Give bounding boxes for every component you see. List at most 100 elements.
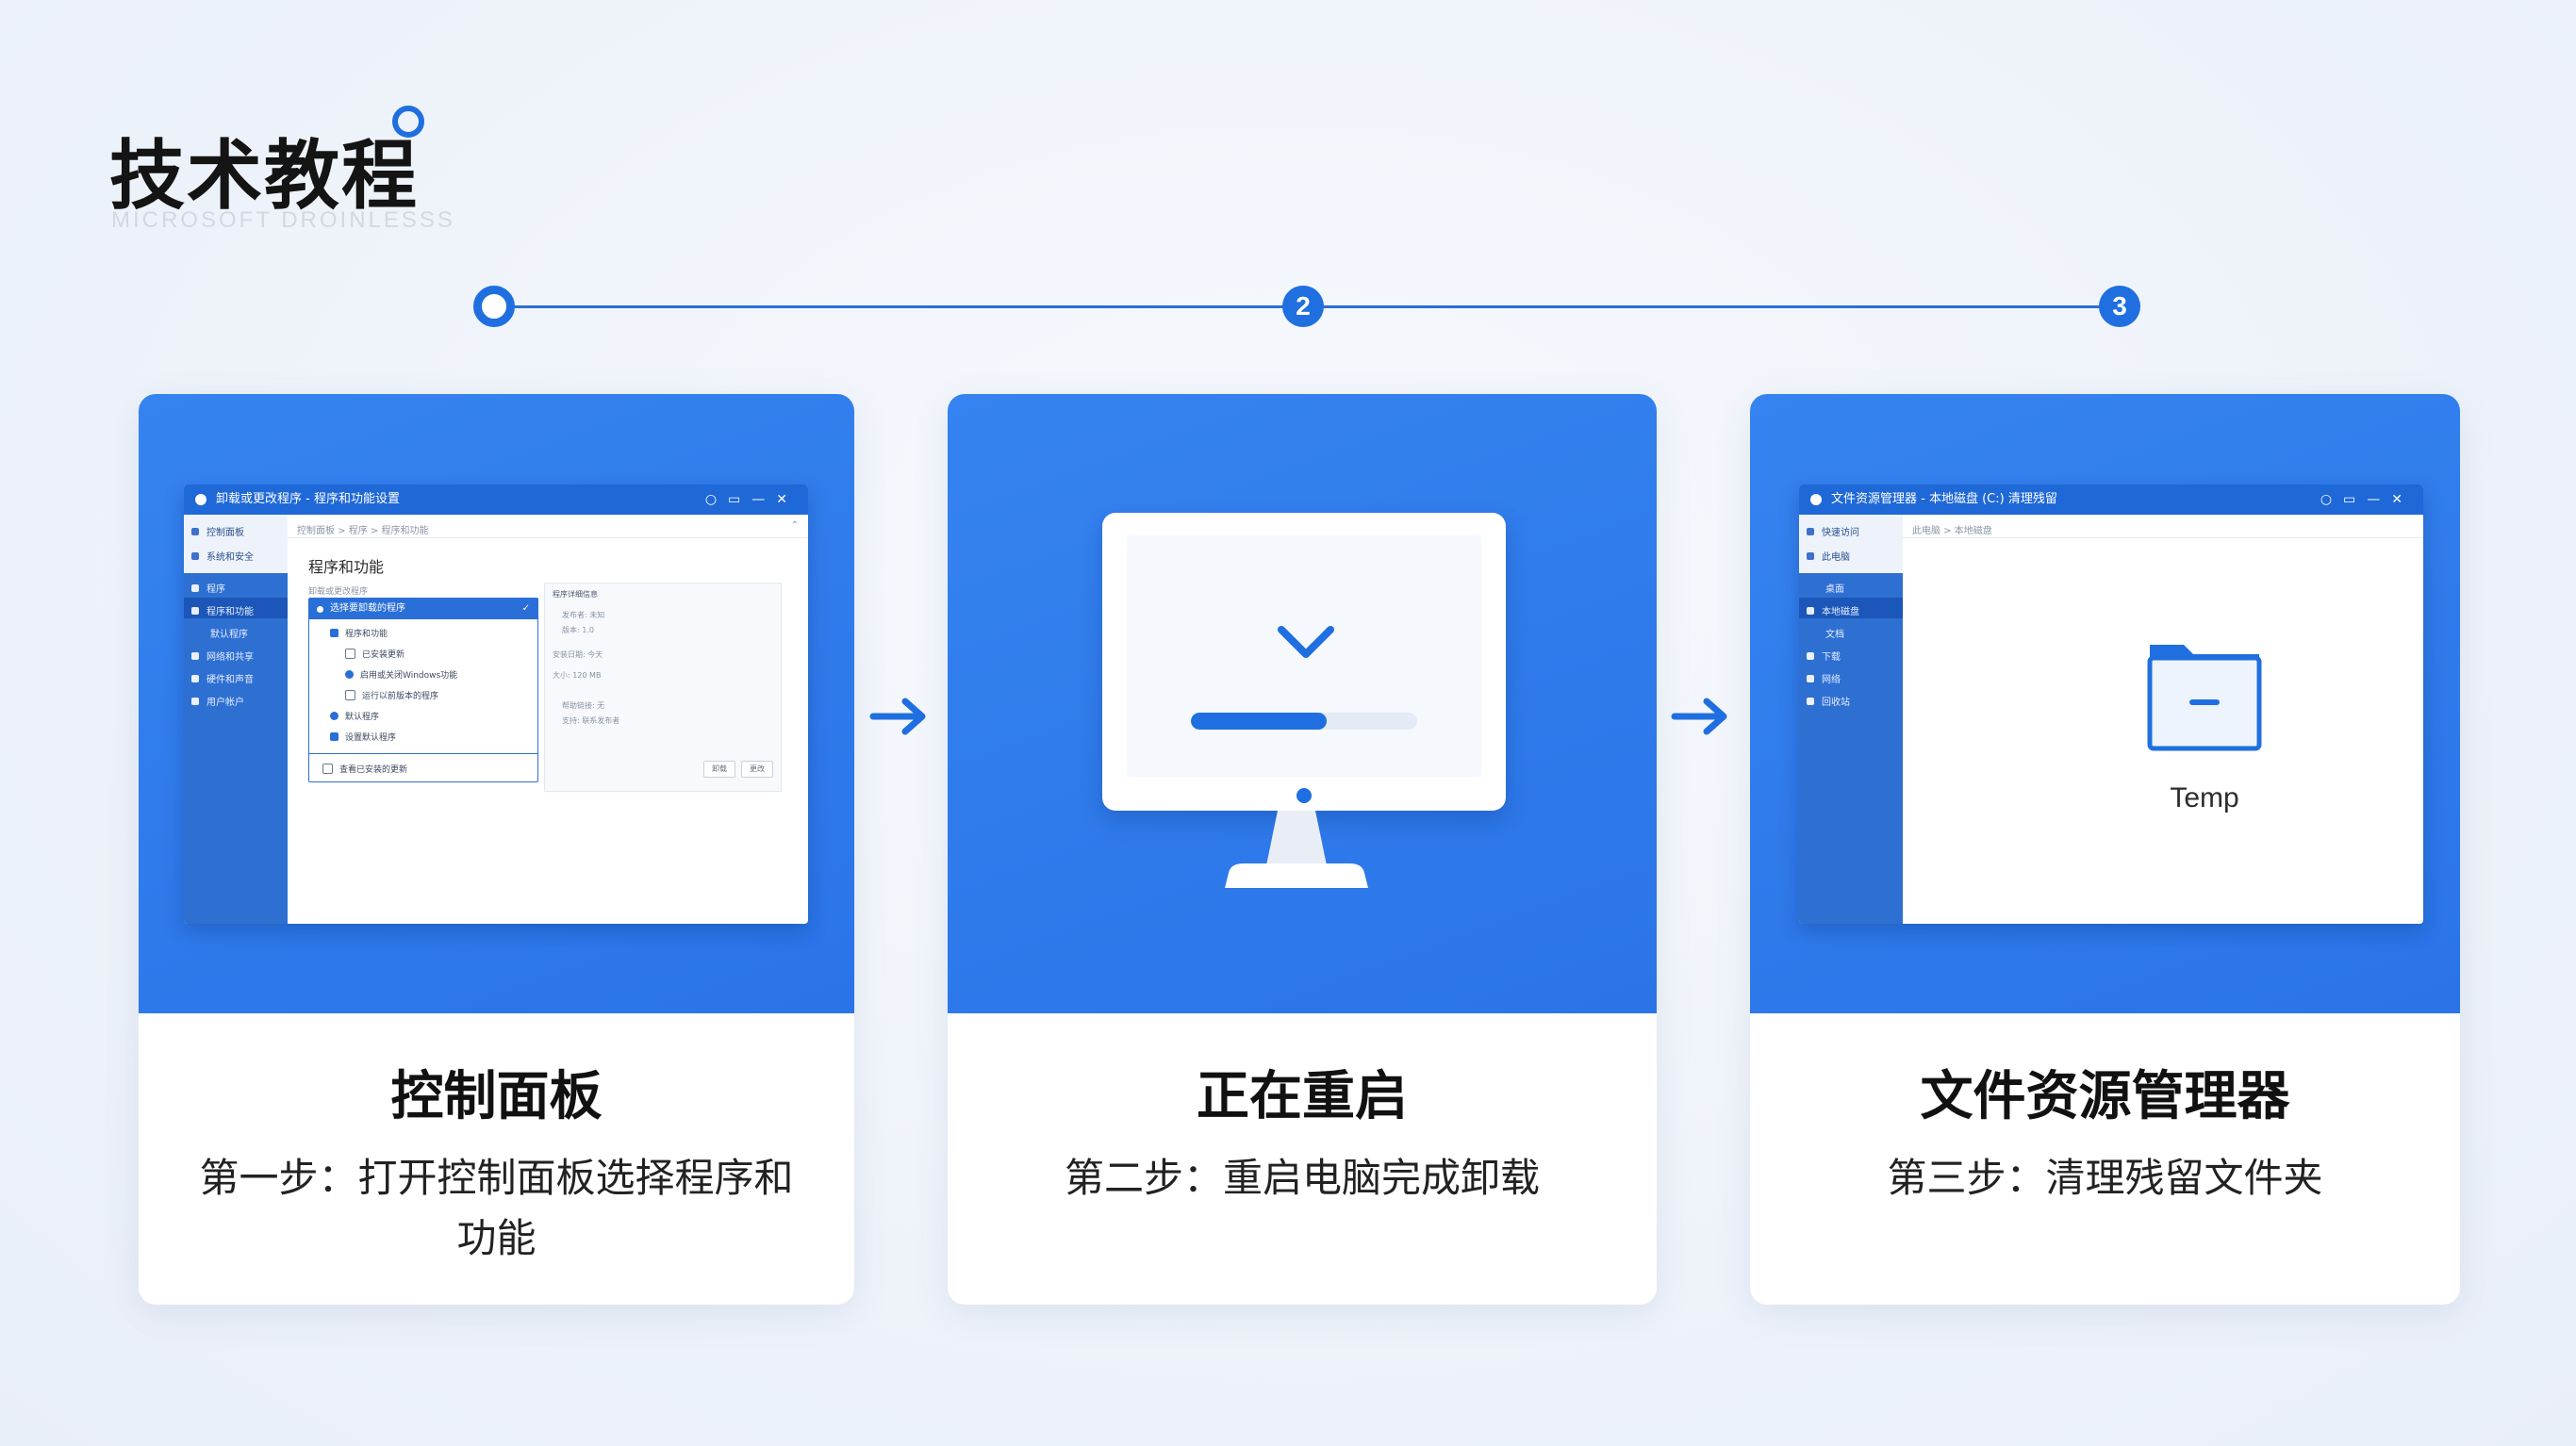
sidebar-item[interactable]: 文档 [1825, 630, 1844, 640]
detail-line: 帮助链接: 无 [562, 701, 605, 710]
monitor-stand [1225, 811, 1368, 888]
folder-icon[interactable] [2146, 635, 2263, 752]
dropdown-item[interactable]: 设置默认程序 [330, 731, 396, 743]
timeline-node-1[interactable] [473, 286, 515, 327]
breadcrumb[interactable]: 控制面板 > 程序 > 程序和功能 [297, 526, 429, 536]
sidebar-top: 快速访问 此电脑 [1799, 515, 1903, 573]
monitor-screen [1127, 535, 1481, 777]
speaker-icon [191, 674, 199, 682]
control-panel-window: 卸载或更改程序 - 程序和功能设置 ○▭—✕ 控制面板 系统和安全 程序 程序和… [184, 485, 808, 924]
minimize-icon[interactable]: — [2367, 492, 2392, 507]
maximize-icon[interactable]: ▭ [2343, 492, 2368, 507]
sidebar-item[interactable]: 网络和共享 [191, 649, 254, 663]
network-icon [191, 651, 199, 660]
window-main: 此电脑 > 本地磁盘 Temp [1903, 515, 2423, 924]
uninstall-button[interactable]: 卸载 [703, 761, 735, 778]
chevron-up-icon[interactable]: ⌃ [790, 520, 799, 531]
card-description: 第三步：清理残留文件夹 [1887, 1155, 2323, 1201]
apps-icon [191, 583, 199, 592]
sidebar-item-active[interactable]: 程序和功能 [191, 603, 254, 617]
download-icon [1807, 651, 1814, 660]
arrow-right-icon [1671, 698, 1727, 735]
sidebar-top: 控制面板 系统和安全 [184, 515, 288, 573]
user-icon [191, 697, 199, 705]
brand-ring-icon [392, 106, 424, 138]
sidebar-item[interactable]: 硬件和声音 [191, 671, 254, 685]
timeline-node-2[interactable]: 2 [1282, 286, 1324, 327]
window-title: 文件资源管理器 - 本地磁盘 (C:) 清理残留 [1831, 492, 2057, 506]
card-illustration: 卸载或更改程序 - 程序和功能设置 ○▭—✕ 控制面板 系统和安全 程序 程序和… [139, 394, 854, 1013]
help-icon[interactable]: ○ [2320, 492, 2344, 507]
change-button[interactable]: 更改 [741, 761, 773, 778]
app-icon [1810, 494, 1822, 505]
timeline-node-3[interactable]: 3 [2099, 286, 2140, 327]
brand-title: 技术教程 [109, 132, 419, 220]
dropdown-item[interactable]: 已安装更新 [345, 648, 405, 660]
card-illustration [948, 394, 1657, 1013]
window-controls[interactable]: ○▭—✕ [705, 485, 799, 515]
sidebar-item[interactable]: 系统和安全 [191, 549, 254, 563]
dropdown-footer[interactable]: 查看已安装的更新 [322, 763, 407, 775]
sidebar-item[interactable]: 回收站 [1807, 694, 1850, 708]
dropdown-header[interactable]: 选择要卸载的程序 ✓ [309, 599, 537, 619]
shield-icon [191, 551, 199, 560]
detail-line: 支持: 联系发布者 [562, 716, 620, 725]
file-explorer-window: 文件资源管理器 - 本地磁盘 (C:) 清理残留 ○▭—✕ 快速访问 此电脑 桌… [1799, 485, 2423, 924]
settings-icon [330, 732, 339, 741]
main-divider [288, 537, 808, 538]
dropdown-item[interactable]: 运行以前版本的程序 [345, 689, 438, 701]
main-divider [1903, 537, 2423, 538]
card-title: 控制面板 [390, 1066, 603, 1127]
drive-icon [1807, 606, 1814, 615]
window-title: 卸载或更改程序 - 程序和功能设置 [216, 492, 400, 506]
detail-line: 发布者: 未知 [562, 611, 605, 619]
maximize-icon[interactable]: ▭ [728, 492, 752, 507]
sidebar-item[interactable]: 网络 [1807, 671, 1841, 685]
sidebar-item[interactable]: 程序 [191, 581, 225, 595]
step-card-control-panel[interactable]: 卸载或更改程序 - 程序和功能设置 ○▭—✕ 控制面板 系统和安全 程序 程序和… [139, 394, 854, 1305]
step-card-file-explorer[interactable]: 文件资源管理器 - 本地磁盘 (C:) 清理残留 ○▭—✕ 快速访问 此电脑 桌… [1750, 394, 2460, 1305]
sidebar-item-active[interactable]: 本地磁盘 [1807, 603, 1859, 617]
sidebar-active-row [1799, 598, 1903, 618]
dropdown-item[interactable]: 程序和功能 [330, 627, 388, 639]
close-icon[interactable]: ✕ [776, 492, 799, 507]
dropdown-item[interactable]: 默认程序 [330, 710, 379, 722]
programs-dropdown[interactable]: 选择要卸载的程序 ✓ 程序和功能 已安装更新 启用或关闭Windows功能 运行… [308, 598, 538, 782]
restart-progress-bar [1191, 713, 1417, 730]
step-card-restarting[interactable]: 正在重启 第二步：重启电脑完成卸载 [948, 394, 1657, 1305]
checkmark-icon [1278, 626, 1334, 658]
restart-progress-fill [1191, 713, 1327, 730]
history-icon [322, 764, 333, 774]
sidebar-item[interactable]: 快速访问 [1807, 524, 1859, 538]
dropdown-item[interactable]: 启用或关闭Windows功能 [345, 668, 457, 681]
close-icon[interactable]: ✕ [2391, 492, 2414, 507]
window-controls[interactable]: ○▭—✕ [2320, 485, 2414, 515]
sidebar-item[interactable]: 用户帐户 [191, 694, 244, 708]
window-sidebar: 控制面板 系统和安全 程序 程序和功能 默认程序 网络和共享 硬件和声音 用户帐… [184, 515, 288, 924]
computer-icon [1807, 551, 1814, 560]
detail-line: 版本: 1.0 [562, 626, 594, 634]
sidebar-item[interactable]: 桌面 [1825, 584, 1844, 595]
breadcrumb[interactable]: 此电脑 > 本地磁盘 [1912, 526, 1992, 536]
card-title: 文件资源管理器 [1920, 1066, 2290, 1127]
brand-subtitle: MICROSOFT DROINLESSS [111, 207, 455, 233]
page-title: 程序和功能 [308, 558, 385, 576]
detail-line: 大小: 120 MB [553, 671, 602, 680]
minimize-icon[interactable]: — [751, 492, 777, 507]
dropdown-divider [309, 753, 537, 754]
sidebar-item[interactable]: 此电脑 [1807, 549, 1850, 563]
folder-label[interactable]: Temp [2170, 782, 2239, 813]
section-label: 卸载或更改程序 [308, 587, 369, 597]
windows-feature-icon [345, 670, 354, 679]
check-small-icon: ✓ [521, 603, 530, 614]
list-icon [191, 606, 199, 615]
sidebar-item[interactable]: 默认程序 [210, 630, 248, 640]
star-icon [1807, 527, 1814, 535]
sidebar-item[interactable]: 下载 [1807, 649, 1841, 663]
sidebar-item[interactable]: 控制面板 [191, 524, 244, 538]
details-pane: 程序详细信息 发布者: 未知 版本: 1.0 安装日期: 今天 大小: 120 … [544, 583, 782, 792]
sidebar-active-row [184, 598, 288, 618]
default-icon [330, 712, 339, 720]
help-icon[interactable]: ○ [704, 492, 729, 507]
card-description: 第一步：打开控制面板选择程序和功能 [199, 1155, 794, 1261]
